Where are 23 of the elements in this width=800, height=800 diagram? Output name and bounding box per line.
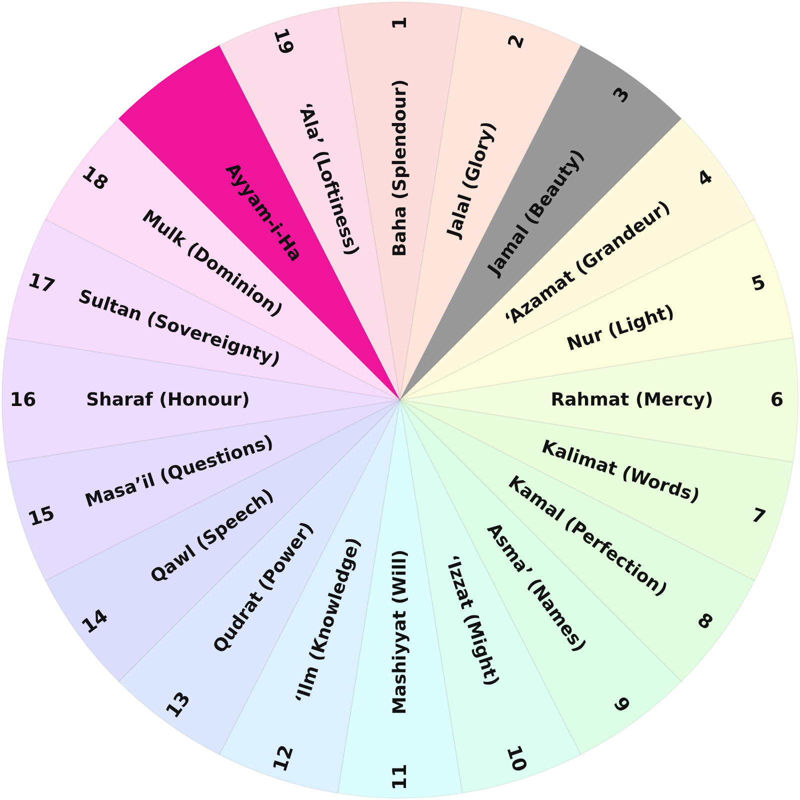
month-number: 4 xyxy=(693,166,717,192)
month-number: 17 xyxy=(25,268,58,298)
month-number: 18 xyxy=(78,162,112,196)
month-number: 11 xyxy=(389,764,411,790)
month-number: 6 xyxy=(770,389,784,411)
month-name: Baha (Splendour) xyxy=(390,79,410,257)
month-number: 8 xyxy=(693,608,717,634)
month-number: 2 xyxy=(504,32,529,52)
month-number: 10 xyxy=(502,742,532,775)
month-name: Sharaf (Honour) xyxy=(86,390,250,410)
month-number: 5 xyxy=(748,271,768,296)
month-name: Mashiyyat (Will) xyxy=(390,549,410,715)
month-number: 3 xyxy=(608,83,634,107)
month-number: 9 xyxy=(608,693,634,717)
month-number: 13 xyxy=(162,688,196,722)
month-number: 14 xyxy=(78,604,112,638)
month-number: 15 xyxy=(25,502,58,532)
month-number: 1 xyxy=(389,16,411,30)
month-number: 12 xyxy=(268,742,298,775)
month-number: 19 xyxy=(268,25,298,58)
month-name: Rahmat (Mercy) xyxy=(550,390,714,410)
month-number: 16 xyxy=(10,389,36,411)
month-number: 7 xyxy=(748,504,768,529)
